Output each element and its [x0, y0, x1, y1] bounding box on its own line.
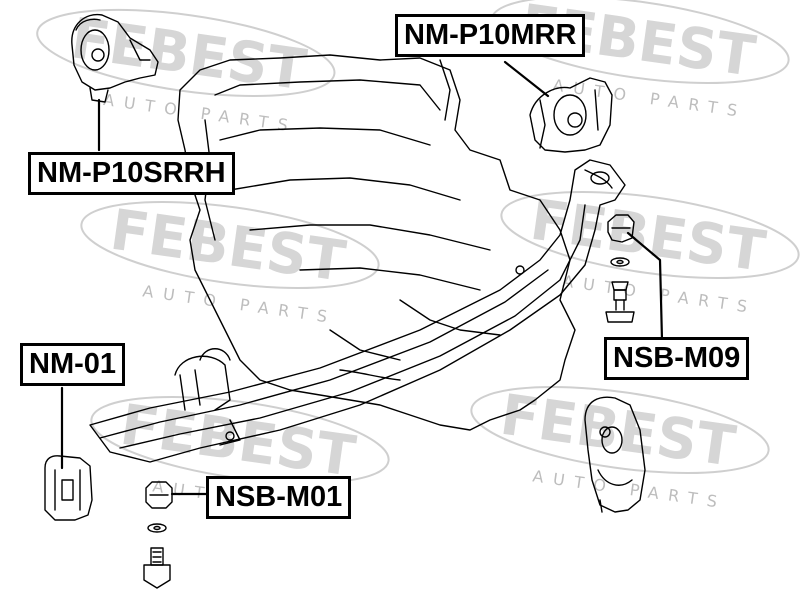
engine-outline — [177, 54, 576, 431]
label-nsb-m09: NSB-M09 — [604, 337, 750, 380]
bolt-stack-m09 — [605, 214, 635, 323]
watermark-logo-4 — [500, 190, 800, 280]
label-nm-p10mrr: NM-P10MRR — [395, 14, 586, 57]
watermark-logo-3 — [80, 200, 380, 290]
watermark-logo-6 — [470, 385, 770, 475]
engine-mount-mrr — [529, 77, 613, 153]
engine-mount-right-rear — [584, 396, 646, 513]
label-nsb-m01: NSB-M01 — [206, 476, 352, 519]
leader-nm-p10mrr — [503, 60, 550, 98]
engine-mount-nm01 — [44, 455, 93, 521]
engine-mount-srrh — [71, 13, 159, 103]
leader-nsb-m09 — [626, 231, 664, 342]
label-nm-01: NM-01 — [20, 343, 126, 386]
crossmember-subframe — [89, 159, 626, 463]
label-nm-p10srrh: NM-P10SRRH — [28, 152, 235, 195]
bolt-stack-m01 — [143, 481, 173, 589]
